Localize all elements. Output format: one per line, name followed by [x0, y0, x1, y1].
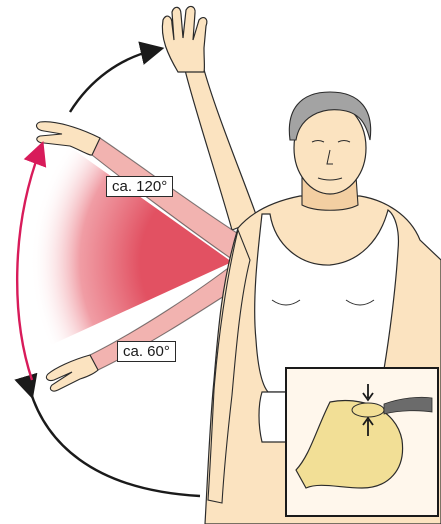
- curved-arrow-icon: [70, 50, 155, 112]
- angle-label-120: ca. 120°: [106, 176, 173, 197]
- hand-60: [46, 355, 98, 391]
- shoulder-joint-inset: [286, 368, 438, 516]
- curved-arrow-icon: [30, 390, 200, 496]
- raised-hand: [162, 6, 206, 72]
- bursa: [352, 403, 384, 417]
- angle-label-60: ca. 60°: [117, 341, 176, 362]
